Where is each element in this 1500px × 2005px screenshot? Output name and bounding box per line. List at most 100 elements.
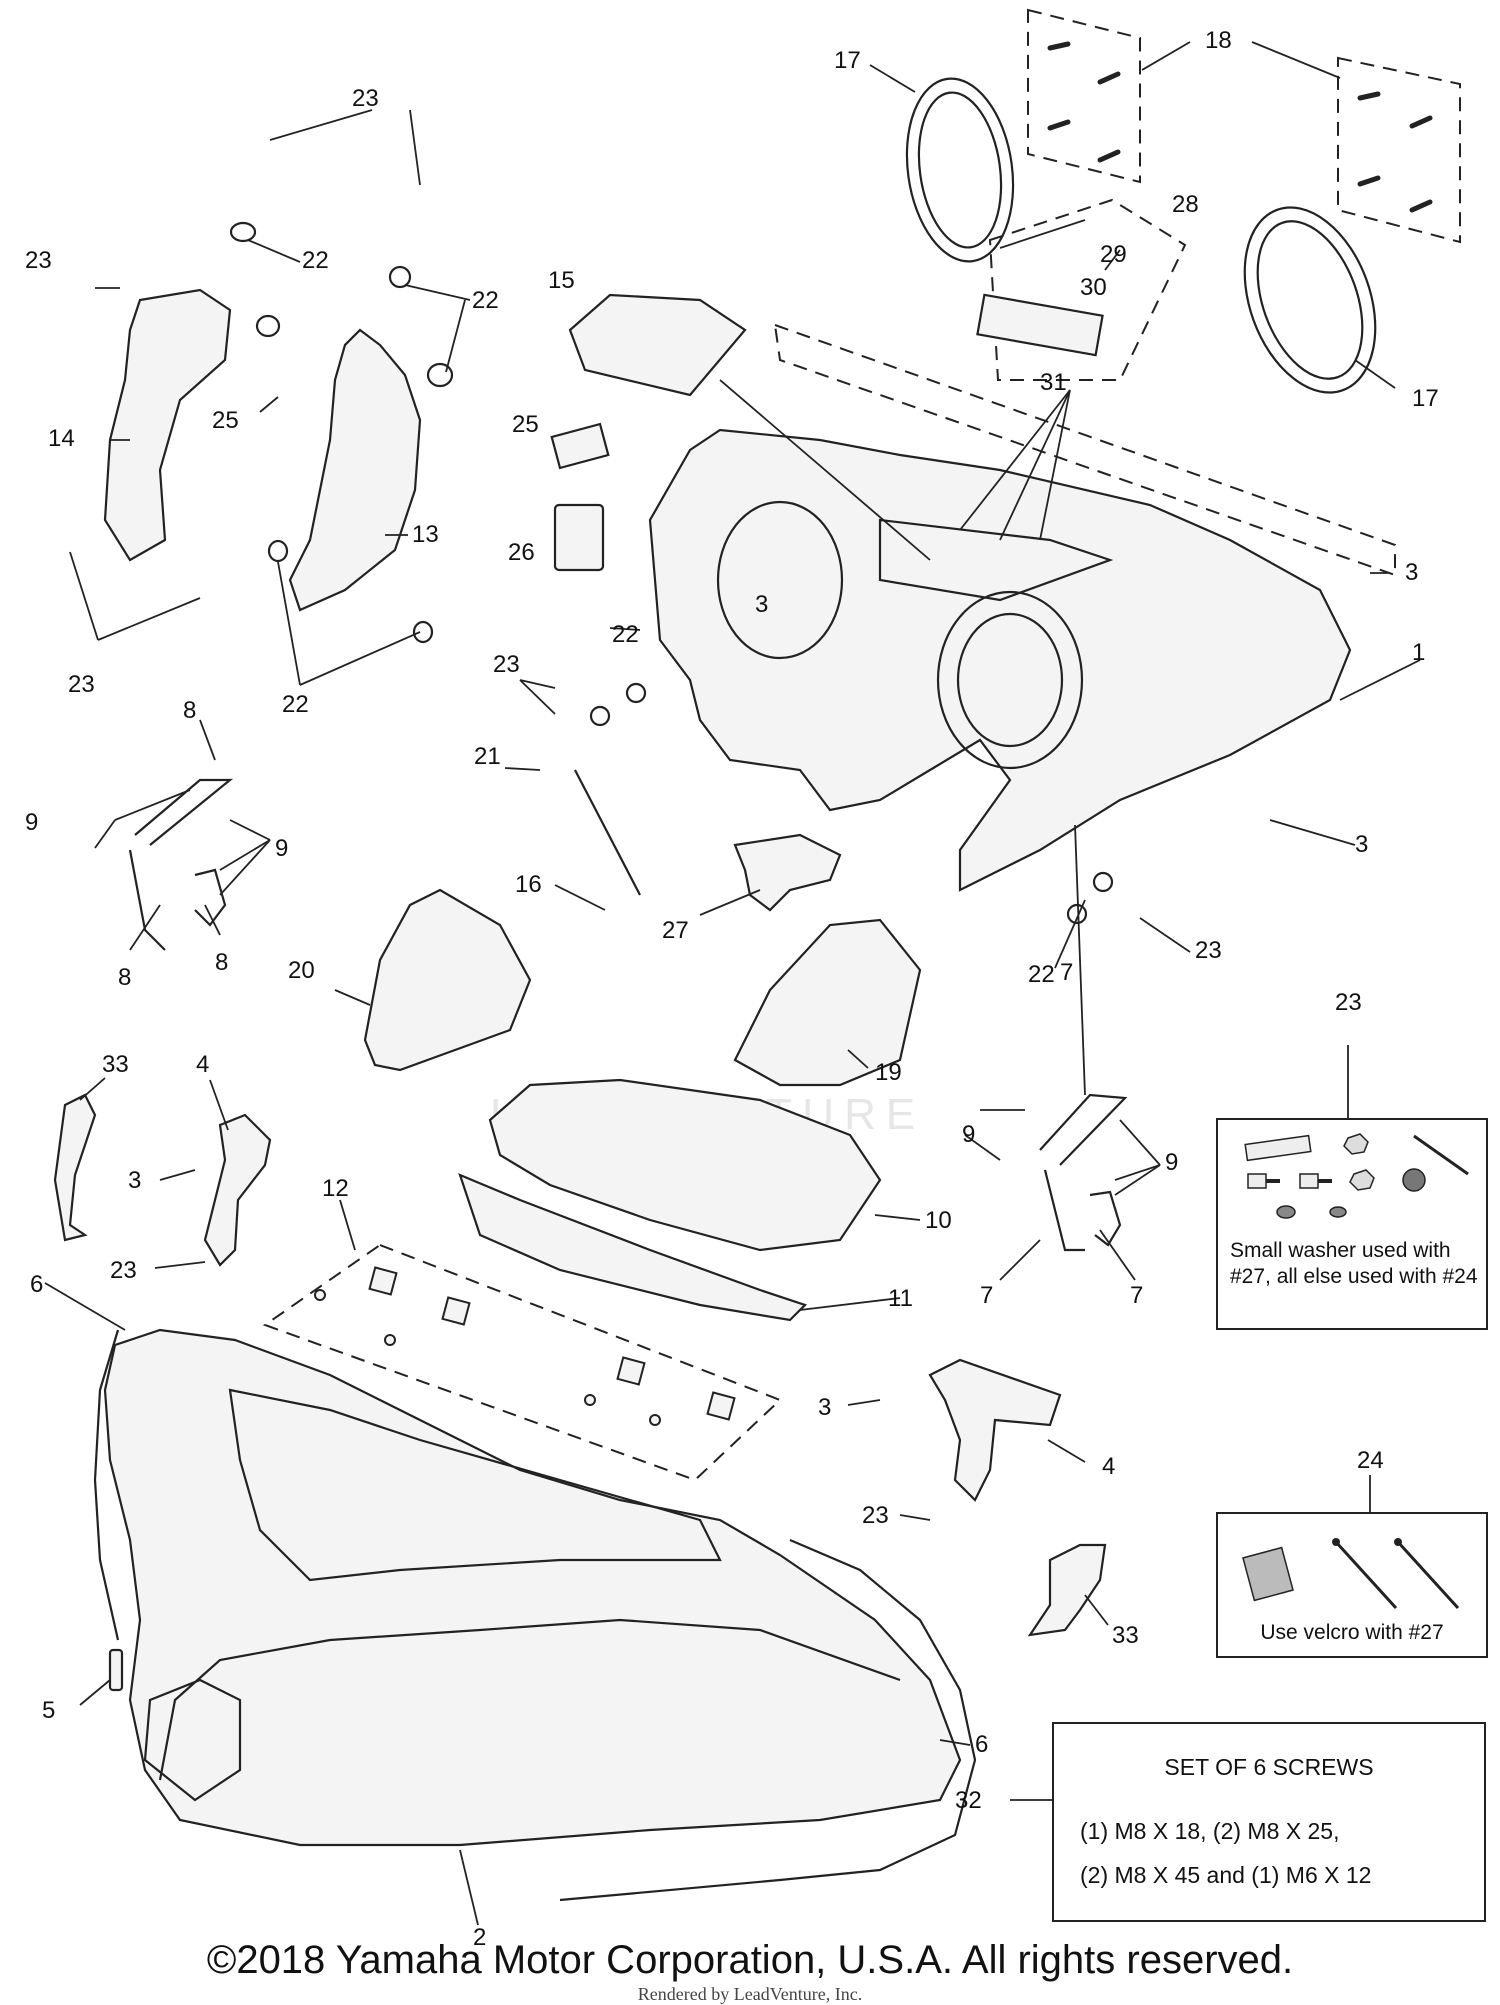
callout-9: 9 — [275, 835, 288, 862]
mount-7-lower[interactable] — [1089, 1190, 1122, 1247]
rendered-by-credit: Rendered by LeadVenture, Inc. — [637, 1984, 863, 2004]
bracket-4-left[interactable] — [203, 1113, 272, 1267]
windshield-10[interactable] — [488, 1078, 882, 1252]
trim-11[interactable] — [458, 1173, 808, 1322]
callout-27: 27 — [662, 917, 689, 944]
speaker-ring-left[interactable] — [896, 72, 1025, 269]
nut-kit-12-parts — [314, 1266, 736, 1426]
callout-3: 3 — [755, 591, 768, 618]
fairing-inner-1[interactable] — [648, 428, 1352, 892]
callout-23: 23 — [862, 1502, 889, 1529]
leader-lines — [44, 41, 1421, 1926]
callout-23: 23 — [1335, 989, 1362, 1016]
callout-6: 6 — [30, 1271, 43, 1298]
edge-trim-6-left[interactable] — [93, 1329, 120, 1641]
callout-10: 10 — [925, 1207, 952, 1234]
clip-5[interactable] — [108, 1648, 124, 1692]
bracket-28[interactable] — [976, 293, 1104, 357]
callout-9: 9 — [25, 809, 38, 836]
callout-33: 33 — [102, 1051, 129, 1078]
callout-3: 3 — [818, 1394, 831, 1421]
nut-kit-12[interactable] — [262, 1243, 782, 1482]
grommets-22 — [229, 221, 1114, 925]
plate-26[interactable] — [553, 503, 605, 572]
callout-23: 23 — [1195, 937, 1222, 964]
bracket-kit-28[interactable] — [988, 198, 1187, 381]
callout-16: 16 — [515, 871, 542, 898]
callout-33: 33 — [1112, 1622, 1139, 1649]
callout-12: 12 — [322, 1175, 349, 1202]
kit-24-hardware-illustration — [1242, 1538, 1460, 1610]
kit-24-box: Use velcro with #27 — [1216, 1512, 1488, 1658]
callout-28: 28 — [1172, 191, 1199, 218]
duct-20[interactable] — [363, 888, 532, 1072]
callout-9: 9 — [962, 1121, 975, 1148]
mount-8-lower[interactable] — [194, 868, 227, 927]
callout-29: 29 — [1100, 241, 1127, 268]
callout-17: 17 — [1412, 385, 1439, 412]
callout-19: 19 — [875, 1059, 902, 1086]
callout-22: 22 — [472, 287, 499, 314]
callout-24: 24 — [1357, 1447, 1384, 1474]
callout-5: 5 — [42, 1697, 55, 1724]
leader-15-1 — [719, 379, 931, 561]
edge-trim-6[interactable] — [559, 1538, 977, 1902]
callout-1: 1 — [1412, 639, 1425, 666]
callout-11: 11 — [888, 1285, 913, 1312]
callout-numbers: 17 18 17 23 23 22 22 25 14 13 23 22 15 2… — [25, 27, 1439, 1951]
kit-32-line-1: (1) M8 X 18, (2) M8 X 25, — [1080, 1818, 1340, 1844]
screw-set-18-right[interactable] — [1337, 56, 1461, 244]
bracket-33-left[interactable] — [53, 1093, 97, 1242]
cable-tie-21[interactable] — [574, 769, 641, 896]
copyright-notice: ©2018 Yamaha Motor Corporation, U.S.A. A… — [206, 1938, 1294, 1982]
callout-25: 25 — [512, 411, 539, 438]
duct-19[interactable] — [733, 918, 922, 1087]
speaker-ring-left-inner — [917, 91, 1003, 249]
fairing-outer-2-panel — [228, 1388, 722, 1582]
kit-23-note: Small washer used with #27, all else use… — [1230, 1239, 1478, 1288]
bracket-4-right[interactable] — [928, 1358, 1062, 1502]
callout-22: 22 — [612, 621, 639, 648]
callout-4: 4 — [196, 1051, 209, 1078]
bracket-14[interactable] — [103, 288, 232, 562]
callout-3: 3 — [128, 1167, 141, 1194]
kit-24-note: Use velcro with #27 — [1260, 1621, 1444, 1644]
callout-8: 8 — [183, 697, 196, 724]
fairing-outer-2-headlight-opening — [143, 1678, 242, 1802]
kit-23-box: Small washer used with #27, all else use… — [1216, 1118, 1488, 1330]
callout-13: 13 — [412, 521, 439, 548]
screw-set-18-screws — [1047, 41, 1433, 213]
callout-17: 17 — [834, 47, 861, 74]
callout-22: 22 — [282, 691, 309, 718]
callout-7: 7 — [1130, 1282, 1143, 1309]
bracket-33-right[interactable] — [1027, 1543, 1107, 1637]
screw-set-18-left[interactable] — [1027, 8, 1141, 184]
callout-2: 2 — [473, 1924, 486, 1951]
callout-8: 8 — [118, 964, 131, 991]
speaker-ring-right[interactable] — [1221, 189, 1399, 410]
kit-32-line-2: (2) M8 X 45 and (1) M6 X 12 — [1080, 1862, 1372, 1888]
bracket-13[interactable] — [288, 328, 422, 612]
callout-20: 20 — [288, 957, 315, 984]
fairing-console — [878, 518, 1114, 602]
callout-3: 3 — [1405, 559, 1418, 586]
bracket-25[interactable] — [550, 422, 610, 470]
callout-26: 26 — [508, 539, 535, 566]
callout-4: 4 — [1102, 1453, 1115, 1480]
kit-32-title: SET OF 6 SCREWS — [1164, 1754, 1374, 1780]
bracket-27[interactable] — [733, 833, 842, 912]
callout-7: 7 — [1060, 959, 1073, 986]
callout-15: 15 — [548, 267, 575, 294]
mount-7-upper[interactable] — [1039, 1093, 1128, 1252]
mount-8-upper[interactable] — [128, 778, 234, 951]
screw-row-3 — [773, 323, 1396, 577]
callout-21: 21 — [474, 743, 501, 770]
kit-23-hardware-illustration — [1244, 1133, 1469, 1219]
callout-23: 23 — [493, 651, 520, 678]
callout-6: 6 — [975, 1731, 988, 1758]
fairing-outer-2[interactable] — [103, 1328, 962, 1847]
fairing-speaker-pod-left — [716, 500, 844, 660]
cover-15[interactable] — [568, 293, 747, 397]
callout-8: 8 — [215, 949, 228, 976]
